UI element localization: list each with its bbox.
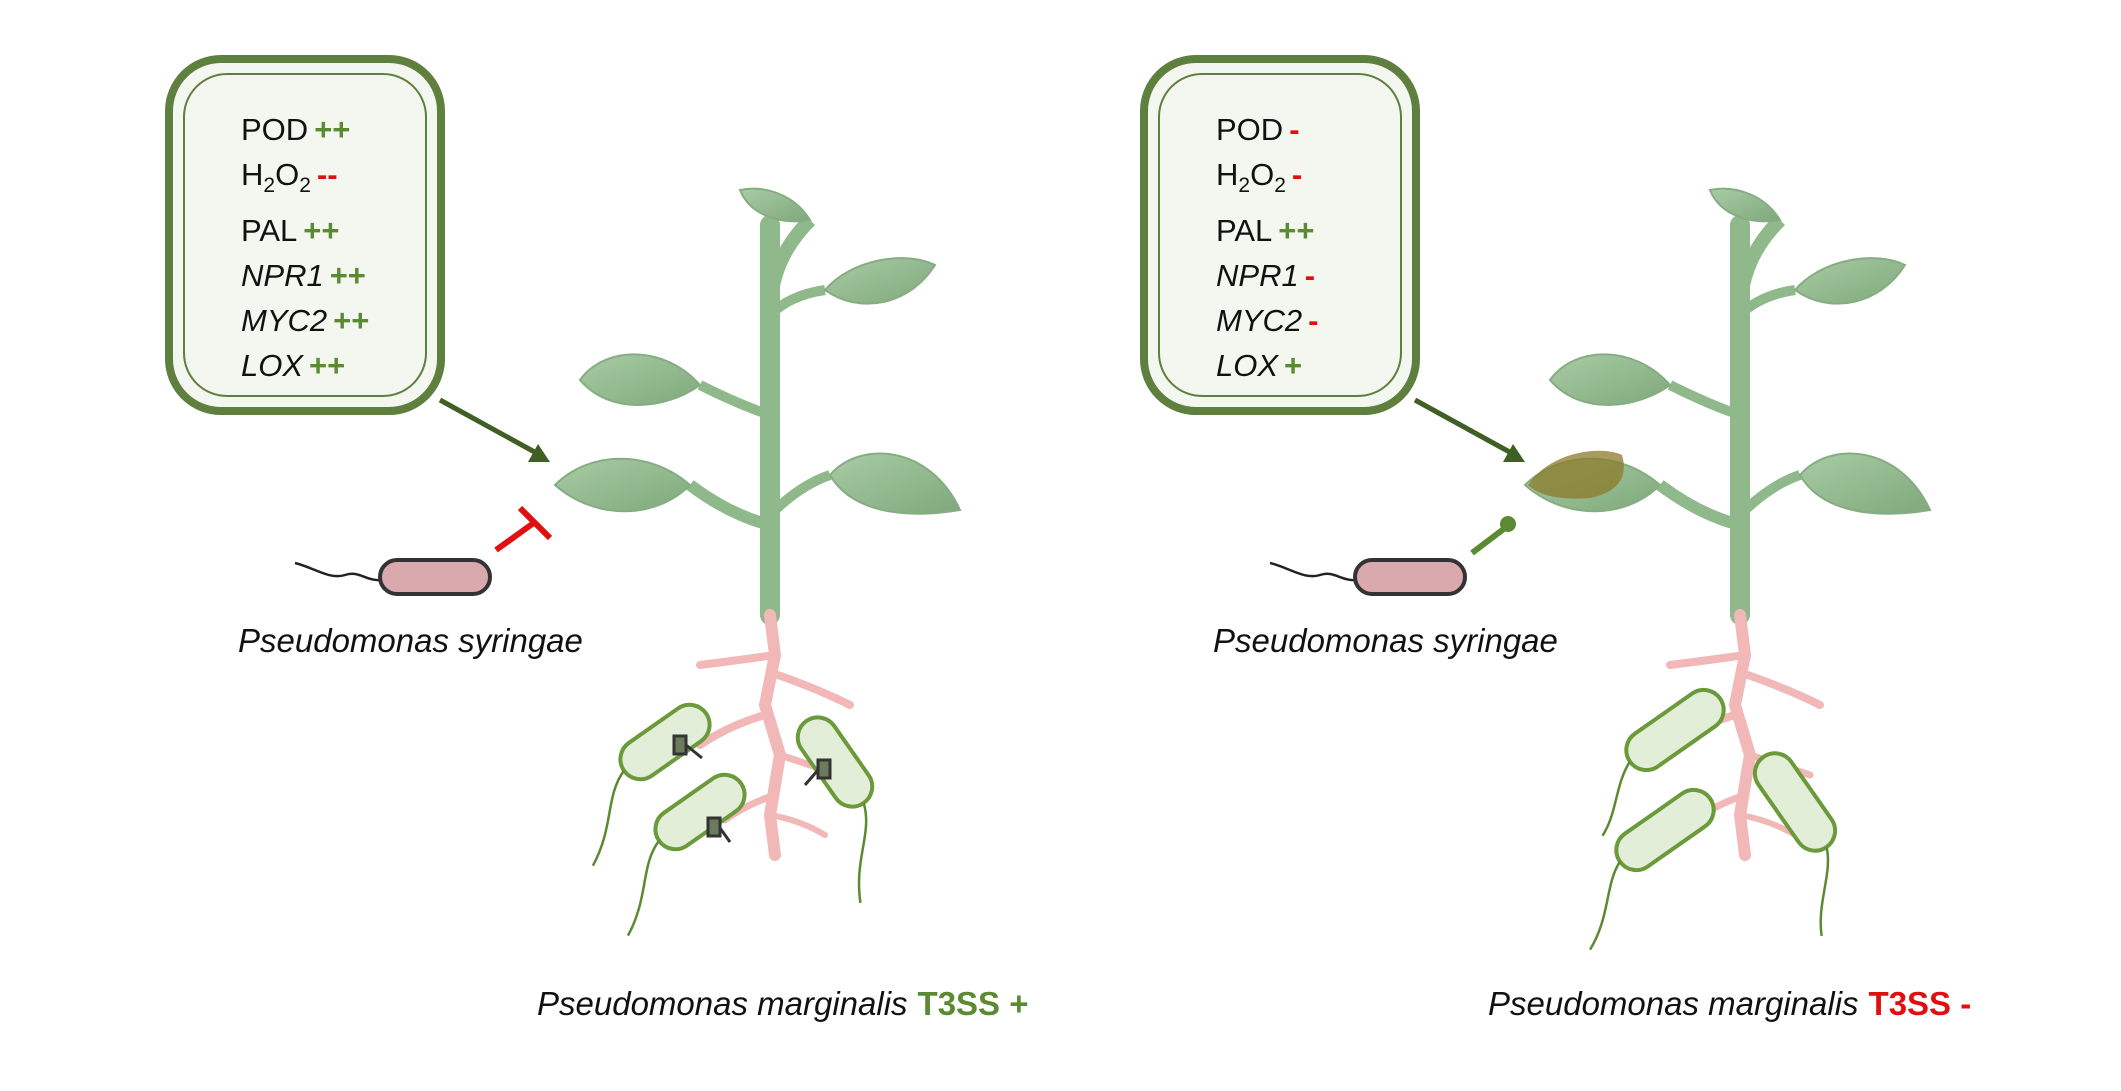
marker-lox: LOX++ (241, 348, 346, 383)
root-bacteria-left (591, 702, 875, 937)
marker-list-left: POD++ H2O2-- PAL++ NPR1++ MYC2++ LOX++ (241, 107, 369, 388)
marker-level: ++ (314, 112, 351, 147)
marker-box-left-inner-border (183, 73, 427, 397)
caption-species: Pseudomonas marginalis (1488, 985, 1859, 1022)
marker-level: ++ (1278, 213, 1315, 248)
root-bacteria-right (1588, 687, 1838, 951)
marker-pod: POD++ (241, 112, 351, 147)
leaf-lesion (1528, 450, 1624, 499)
infection-connector-icon (1470, 516, 1516, 556)
marker-pal: PAL++ (1216, 213, 1315, 248)
marker-npr1: NPR1++ (241, 258, 366, 293)
marker-pod: POD- (1216, 112, 1300, 147)
inhibition-icon (494, 505, 553, 553)
pathogen-right (1269, 558, 1467, 596)
marker-level: - (1308, 303, 1319, 338)
marker-h2o2: H2O2- (1216, 157, 1303, 197)
caption-species: Pseudomonas marginalis (537, 985, 908, 1022)
arrowhead-right-icon (1503, 444, 1525, 462)
pathogen-label-right: Pseudomonas syringae (1213, 622, 1558, 659)
marker-level: ++ (303, 213, 340, 248)
marker-level: ++ (309, 348, 346, 383)
marker-box-right-inner-border (1158, 73, 1402, 397)
arrowhead-left-icon (528, 444, 550, 462)
plant-right (1525, 189, 1930, 855)
marker-level: ++ (333, 303, 370, 338)
marker-level: -- (316, 157, 338, 192)
t3ss-icon (672, 734, 832, 843)
marker-myc2: MYC2++ (241, 303, 370, 338)
marker-box-right: POD- H2O2- PAL++ NPR1- MYC2- LOX+ (1140, 55, 1420, 415)
plant-left (555, 189, 960, 855)
marker-pal: PAL++ (241, 213, 340, 248)
marker-box-left: POD++ H2O2-- PAL++ NPR1++ MYC2++ LOX++ (165, 55, 445, 415)
marker-level: - (1304, 258, 1316, 293)
marker-level: + (1284, 348, 1303, 383)
caption-t3ss-status: T3SS + (917, 985, 1029, 1022)
marker-npr1: NPR1- (1216, 258, 1316, 293)
caption-t3ss-status: T3SS - (1868, 985, 1972, 1022)
marker-level: - (1289, 112, 1300, 147)
marker-list-right: POD- H2O2- PAL++ NPR1- MYC2- LOX+ (1216, 107, 1318, 388)
marker-level: ++ (329, 258, 366, 293)
arrow-right (1413, 397, 1517, 458)
marker-myc2: MYC2- (1216, 303, 1319, 338)
pathogen-label-left: Pseudomonas syringae (238, 622, 583, 659)
marker-h2o2: H2O2-- (241, 157, 338, 197)
arrow-left (438, 397, 542, 458)
marker-level: - (1291, 157, 1303, 192)
pathogen-left (294, 558, 492, 596)
marker-lox: LOX+ (1216, 348, 1303, 383)
